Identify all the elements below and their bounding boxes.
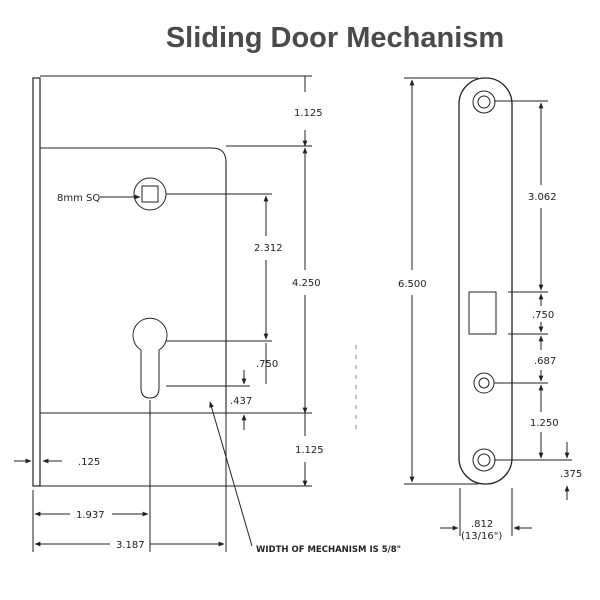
- front-plate: [458, 77, 513, 485]
- bottom-screw-hole-inner: [477, 453, 491, 467]
- label-spindle-to-cylinder: 2.312: [254, 243, 283, 254]
- label-depth: 3.187: [116, 540, 145, 551]
- label-faceplate-thickness: .125: [78, 457, 100, 468]
- label-bottom-hole-offset: .375: [560, 469, 582, 480]
- label-plate-width: .812: [471, 519, 493, 530]
- middle-screw-hole: [473, 372, 495, 394]
- dimension-labels: 8mm SQ 1.125 4.250 1.125 2.312 .750 .437…: [57, 108, 582, 555]
- label-body-height: 4.250: [292, 278, 321, 289]
- label-cylinder-437: .437: [230, 396, 252, 407]
- bottom-screw-hole: [472, 448, 496, 472]
- top-screw-hole-inner: [477, 95, 491, 109]
- front-view: [404, 77, 572, 536]
- leader-line: [209, 401, 253, 547]
- top-screw-hole: [472, 90, 496, 114]
- square-hole: [141, 185, 159, 203]
- label-latch-to-hole: .687: [534, 356, 556, 367]
- label-cylinder-750: .750: [256, 359, 278, 370]
- label-bottom-margin: 1.125: [295, 445, 324, 456]
- label-latch-height: .750: [532, 310, 554, 321]
- label-top-margin: 1.125: [294, 108, 323, 119]
- label-top-hole-to-latch: 3.062: [528, 192, 557, 203]
- lock-body-outline: [40, 147, 227, 414]
- label-backset: 1.937: [76, 510, 105, 521]
- label-plate-height: 6.500: [398, 279, 427, 290]
- spindle-hole: [133, 177, 167, 211]
- label-width-note: WIDTH OF MECHANISM IS 5/8": [256, 545, 401, 555]
- label-middle-hole-to-bottom: 1.250: [530, 418, 559, 429]
- cylinder-cutout: [132, 317, 168, 399]
- label-square: 8mm SQ: [57, 193, 100, 204]
- side-view: [14, 75, 357, 552]
- page-title: Sliding Door Mechanism: [165, 22, 505, 54]
- label-plate-width-fraction: (13/16"): [461, 531, 502, 542]
- latch-opening: [468, 291, 497, 335]
- face-plate: [32, 77, 41, 487]
- middle-screw-hole-inner: [478, 377, 490, 389]
